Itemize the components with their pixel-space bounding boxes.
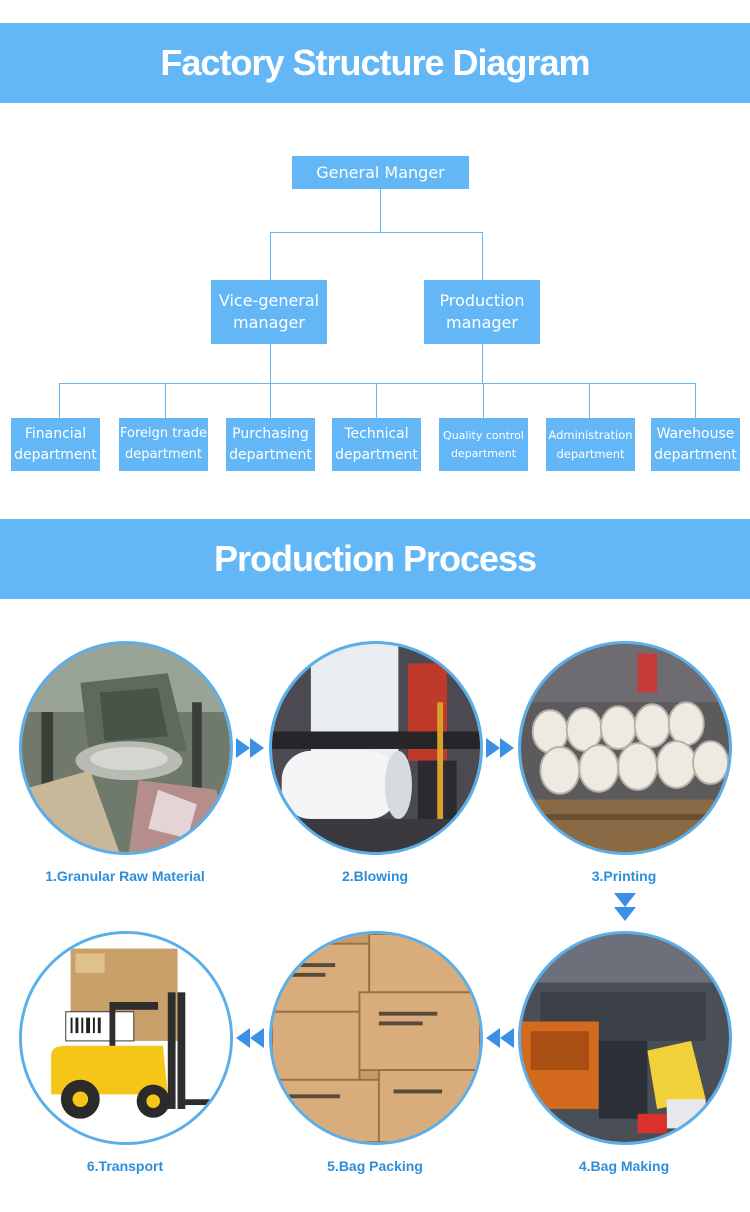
department-technical: Technical department (332, 418, 421, 471)
department-name: Purchasing (232, 426, 309, 443)
connector (270, 232, 271, 280)
double-right-arrow-icon (486, 738, 514, 758)
department-name: Financial (24, 426, 87, 443)
department-suffix: department (125, 446, 202, 462)
printed-rolls-illustration (521, 644, 729, 852)
process-banner: Production Process (0, 519, 750, 599)
connector (482, 232, 483, 280)
step-3-label: 3.Printing (591, 868, 657, 884)
department-name: Administration (548, 428, 633, 443)
department-name: Warehouse (656, 426, 735, 443)
connector (483, 383, 484, 418)
department-suffix: department (450, 446, 517, 460)
step-1-photo (19, 641, 233, 855)
step-2-photo (269, 641, 483, 855)
department-name: Foreign trade (120, 425, 207, 441)
connector (376, 383, 377, 418)
double-left-arrow-icon (236, 1028, 264, 1048)
vice-general-manager-box: Vice-general manager (211, 280, 327, 344)
structure-title: Factory Structure Diagram (160, 42, 590, 83)
connector (59, 383, 696, 384)
production-manager-line2: manager (446, 313, 518, 332)
production-manager-box: Production manager (424, 280, 540, 344)
connector (589, 383, 590, 418)
packing-boxes-illustration (272, 934, 480, 1142)
department-suffix: department (229, 446, 312, 463)
step-5-photo (269, 931, 483, 1145)
vice-general-manager-line1: Vice-general (218, 291, 320, 311)
connector (270, 232, 483, 233)
department-name: Technical (344, 426, 409, 443)
double-left-arrow-icon (486, 1028, 514, 1048)
process-title: Production Process (213, 538, 537, 579)
forklift-illustration (22, 934, 230, 1142)
department-administration: Administration department (546, 418, 635, 471)
bag-making-machine-illustration (521, 934, 729, 1142)
double-right-arrow-icon (236, 738, 264, 758)
department-suffix: department (14, 446, 97, 463)
department-name: Quality control (443, 428, 524, 442)
connector (695, 383, 696, 418)
step-1-label: 1.Granular Raw Material (45, 868, 205, 884)
connector (165, 383, 166, 418)
general-manager-box: General Manger (292, 156, 469, 189)
step-4-photo (518, 931, 732, 1145)
department-suffix: department (335, 446, 418, 463)
department-quality-control: Quality control department (439, 418, 528, 471)
blowing-machine-illustration (272, 644, 480, 852)
department-suffix: department (654, 446, 737, 463)
structure-banner: Factory Structure Diagram (0, 23, 750, 103)
connector (59, 383, 60, 418)
double-down-arrow-icon (614, 893, 636, 921)
connector (482, 344, 483, 384)
department-financial: Financial department (11, 418, 100, 471)
general-manager-label: General Manger (316, 162, 445, 182)
department-warehouse: Warehouse department (651, 418, 740, 471)
step-6-label: 6.Transport (86, 1158, 164, 1174)
step-6-photo (19, 931, 233, 1145)
department-foreign-trade: Foreign trade department (119, 418, 208, 471)
step-4-label: 4.Bag Making (578, 1158, 670, 1174)
raw-material-illustration (22, 644, 230, 852)
connector (270, 383, 271, 418)
step-3-photo (518, 641, 732, 855)
vice-general-manager-line2: manager (233, 313, 305, 332)
step-5-label: 5.Bag Packing (327, 1158, 423, 1174)
production-manager-line1: Production (439, 291, 525, 311)
connector (270, 344, 271, 384)
connector (380, 189, 381, 232)
step-2-label: 2.Blowing (341, 868, 409, 884)
department-suffix: department (556, 446, 625, 461)
department-purchasing: Purchasing department (226, 418, 315, 471)
